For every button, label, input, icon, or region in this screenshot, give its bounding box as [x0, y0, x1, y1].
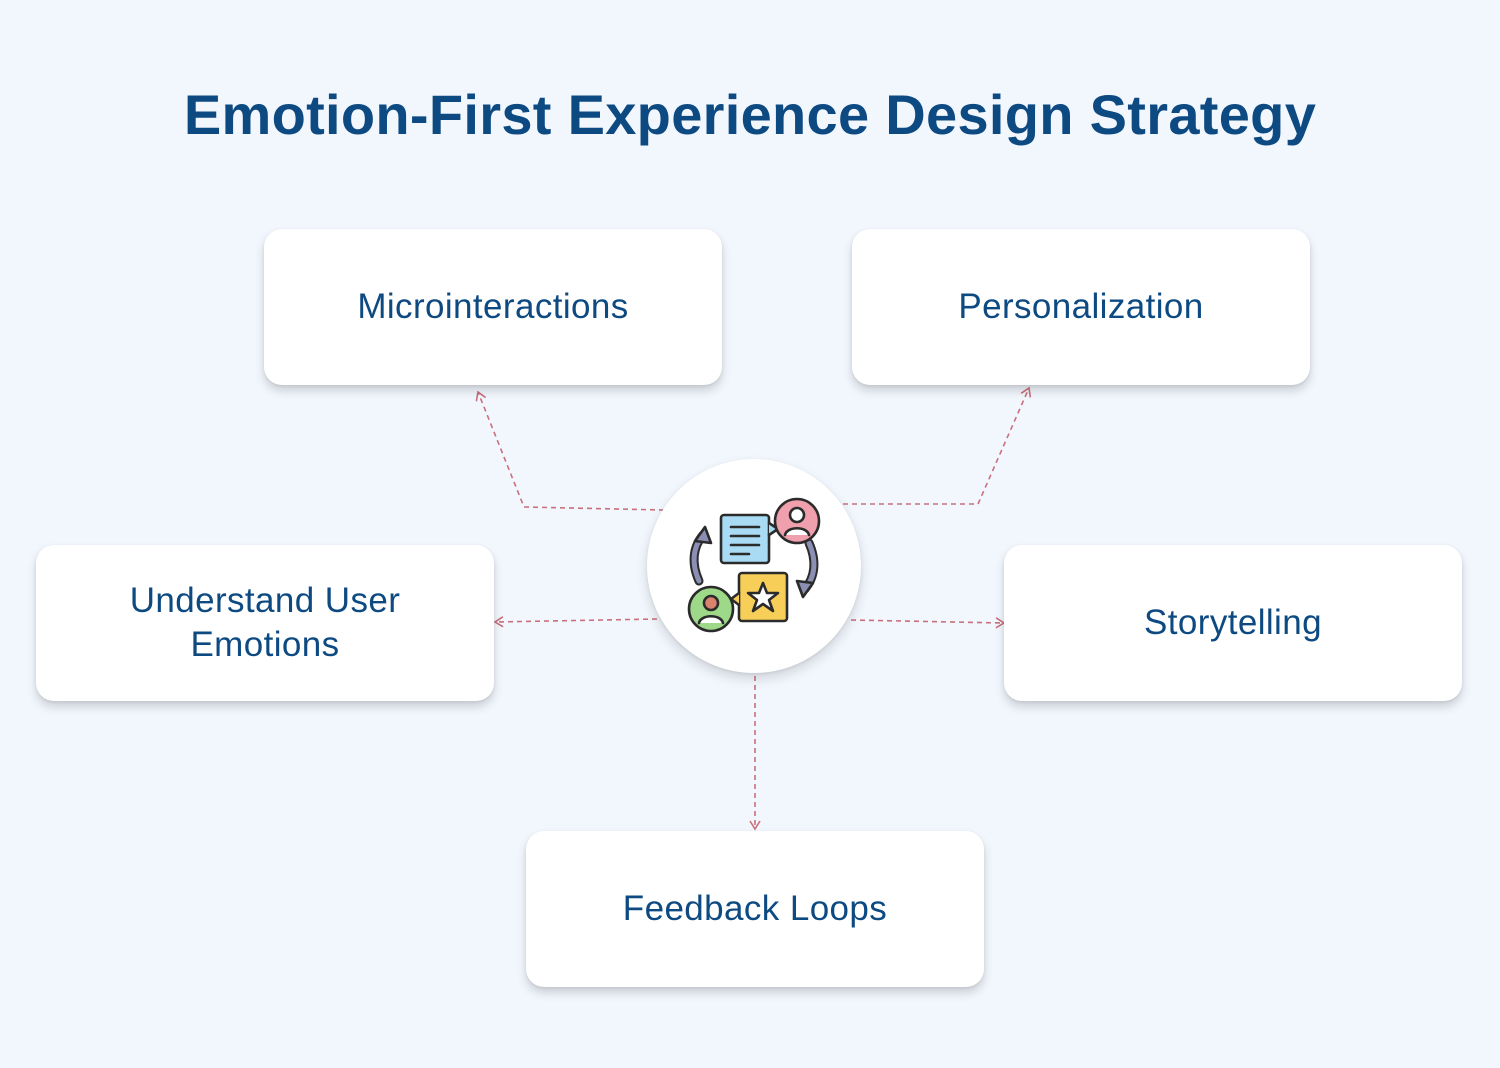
- connector-to-microinteractions: [475, 390, 665, 511]
- connector-to-personalization: [843, 386, 1032, 505]
- node-understand-user-emotions: Understand User Emotions: [36, 545, 494, 701]
- connector-to-understand-user-emotions: [493, 616, 658, 628]
- page-title: Emotion-First Experience Design Strategy: [183, 83, 1317, 146]
- connector-to-storytelling: [850, 617, 1006, 629]
- node-microinteractions: Microinteractions: [264, 229, 722, 385]
- node-personalization: Personalization: [852, 229, 1310, 385]
- feedback-exchange-icon: [687, 497, 821, 633]
- node-storytelling: Storytelling: [1004, 545, 1462, 701]
- node-label-feedback-loops: Feedback Loops: [622, 889, 888, 928]
- node-label-understand-user-emotions: Understand User Emotions: [129, 581, 401, 664]
- node-feedback-loops: Feedback Loops: [526, 831, 984, 987]
- node-label-microinteractions: Microinteractions: [357, 287, 629, 326]
- node-label-personalization: Personalization: [958, 287, 1204, 326]
- node-label-storytelling: Storytelling: [1144, 603, 1322, 642]
- central-hub: [647, 459, 861, 673]
